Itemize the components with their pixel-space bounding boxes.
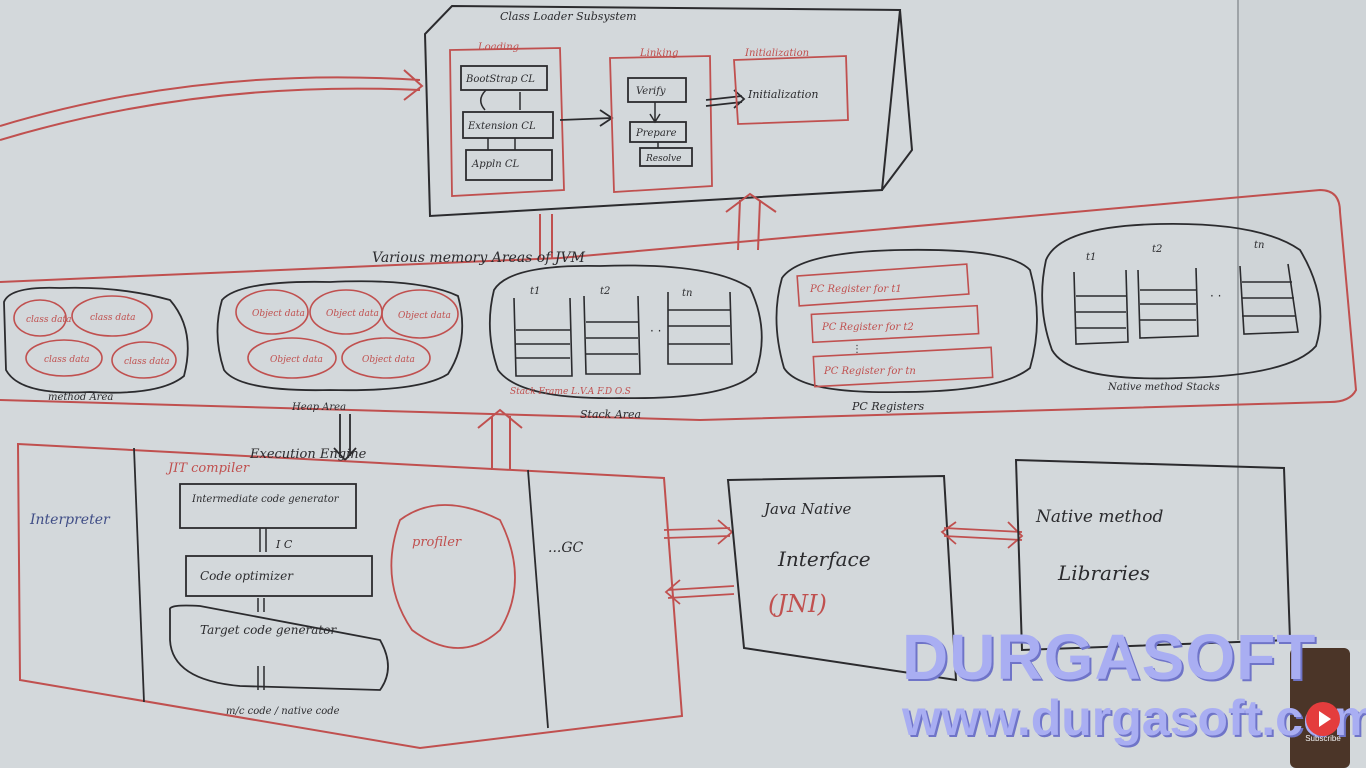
bootstrap-cl: BootStrap CL <box>465 74 535 85</box>
heap-blob: Object data <box>362 355 415 365</box>
jit-title: JIT compiler <box>165 461 250 476</box>
memory-areas: Various memory Areas of JVM class data c… <box>0 188 1358 422</box>
loading-title: Loading <box>477 42 519 53</box>
native-thread-label: tn <box>1254 240 1264 251</box>
native-stack-tn <box>1239 263 1299 335</box>
stack-area-label: Stack Area <box>580 408 641 421</box>
memory-to-engine-arrow <box>333 414 357 462</box>
native-libraries-box: Native method Libraries <box>1014 458 1292 652</box>
engine-to-jni-arrow <box>663 519 734 545</box>
method-blob: class data <box>26 315 72 325</box>
heap-area-label: Heap Area <box>291 402 346 413</box>
jni-box: Java Native Interface (JNI) <box>726 474 958 682</box>
svg-text:⋮: ⋮ <box>852 344 862 355</box>
class-loader-title: Class Loader Subsystem <box>500 10 637 23</box>
linking-to-init-arrow <box>705 89 746 109</box>
native-stack-t1 <box>1073 269 1129 345</box>
heap-blob: Object data <box>326 309 379 319</box>
pc-registers: PC Register for t1 PC Register for t2 ⋮ … <box>775 248 1038 413</box>
method-area: class data class data class data class d… <box>3 286 189 403</box>
stack-thread-label: t1 <box>530 286 540 297</box>
jni-line-1: Java Native <box>761 500 852 518</box>
native-libraries-line-1: Native method <box>1035 507 1164 527</box>
native-method-stacks: t1 t2 tn · · Native method Stacks <box>1041 222 1322 393</box>
gc-label: ...GC <box>548 540 584 556</box>
method-blob: class data <box>124 357 170 367</box>
stack-tn <box>667 291 733 365</box>
linking-resolve: Resolve <box>645 154 681 164</box>
method-blob: class data <box>90 313 136 323</box>
linking-title: Linking <box>639 48 678 59</box>
interpreter-label: Interpreter <box>29 512 111 528</box>
engine-to-memory-arrow <box>477 408 523 470</box>
jit-ic-label: I C <box>275 538 293 551</box>
stack-area: t1 t2 tn · · Stack Frame L.V.A F.D O.S S… <box>488 264 763 421</box>
jit-step-target: Target code generator <box>200 623 337 637</box>
native-thread-label: t2 <box>1152 244 1162 255</box>
initialization-phase: Initialization Initialization <box>733 48 849 125</box>
profiler-blob <box>390 504 516 649</box>
watermark-brand: DURGASOFT <box>902 621 1317 693</box>
linking-prepare: Prepare <box>635 128 677 139</box>
subscribe-button[interactable]: Subscribe <box>1300 700 1346 744</box>
heap-blob: Object data <box>252 309 305 319</box>
jni-to-native-arrow <box>940 521 1024 549</box>
svg-text:· ·: · · <box>650 324 661 338</box>
delegation-arrows <box>480 89 521 150</box>
class-loader-subsystem: Class Loader Subsystem Loading BootStrap… <box>423 4 914 218</box>
appln-cl: Appln CL <box>471 159 519 170</box>
class-file-input-arrow <box>0 69 424 141</box>
profiler-label: profiler <box>412 535 462 550</box>
jni-line-3: (JNI) <box>768 590 827 618</box>
stack-t1 <box>513 297 573 377</box>
native-stack-t2 <box>1137 267 1199 339</box>
heap-blob: Object data <box>270 355 323 365</box>
linking-verify: Verify <box>636 86 666 97</box>
pc-registers-label: PC Registers <box>851 400 924 413</box>
loader-to-memory-arrow <box>539 214 553 258</box>
play-icon <box>1319 711 1331 727</box>
stack-t2 <box>583 295 641 375</box>
heap-blob: Object data <box>398 311 451 321</box>
stack-thread-label: t2 <box>600 286 610 297</box>
jni-to-engine-arrow <box>664 579 735 605</box>
pc-register-item: PC Register for t1 <box>809 284 902 295</box>
linking-phase: Linking Verify Prepare Resolve <box>609 48 713 193</box>
initialization-title: Initialization <box>744 48 809 59</box>
pc-register-item: PC Register for t2 <box>821 322 914 333</box>
extension-cl: Extension CL <box>467 121 536 132</box>
stack-frame-note: Stack Frame L.V.A F.D O.S <box>510 387 631 397</box>
heap-area: Object data Object data Object data Obje… <box>216 280 464 413</box>
board-edge <box>1238 0 1366 640</box>
native-thread-label: t1 <box>1086 252 1096 263</box>
native-libraries-line-2: Libraries <box>1057 561 1150 585</box>
jit-step-optimizer: Code optimizer <box>200 569 294 583</box>
jni-line-2: Interface <box>777 547 871 571</box>
native-stacks-label: Native method Stacks <box>1107 382 1220 393</box>
method-area-label: method Area <box>48 392 113 403</box>
method-blob: class data <box>44 355 90 365</box>
execution-engine-title: Execution Engine <box>249 447 367 462</box>
memory-title: Various memory Areas of JVM <box>372 250 586 266</box>
loading-phase: Loading BootStrap CL Extension CL Appln … <box>449 42 565 197</box>
pc-register-item: PC Register for tn <box>823 366 916 377</box>
initialization-item: Initialization <box>747 88 818 101</box>
subscribe-label: Subscribe <box>1305 734 1341 743</box>
jit-step-intermediate: Intermediate code generator <box>191 494 340 505</box>
svg-text:· ·: · · <box>1210 289 1221 303</box>
stack-thread-label: tn <box>682 288 692 299</box>
jit-output: m/c code / native code <box>226 706 340 717</box>
watermark-url: www.durgasoft.com <box>902 690 1366 746</box>
execution-engine: Execution Engine Interpreter JIT compile… <box>16 442 684 750</box>
loading-to-linking-arrow <box>559 109 614 127</box>
